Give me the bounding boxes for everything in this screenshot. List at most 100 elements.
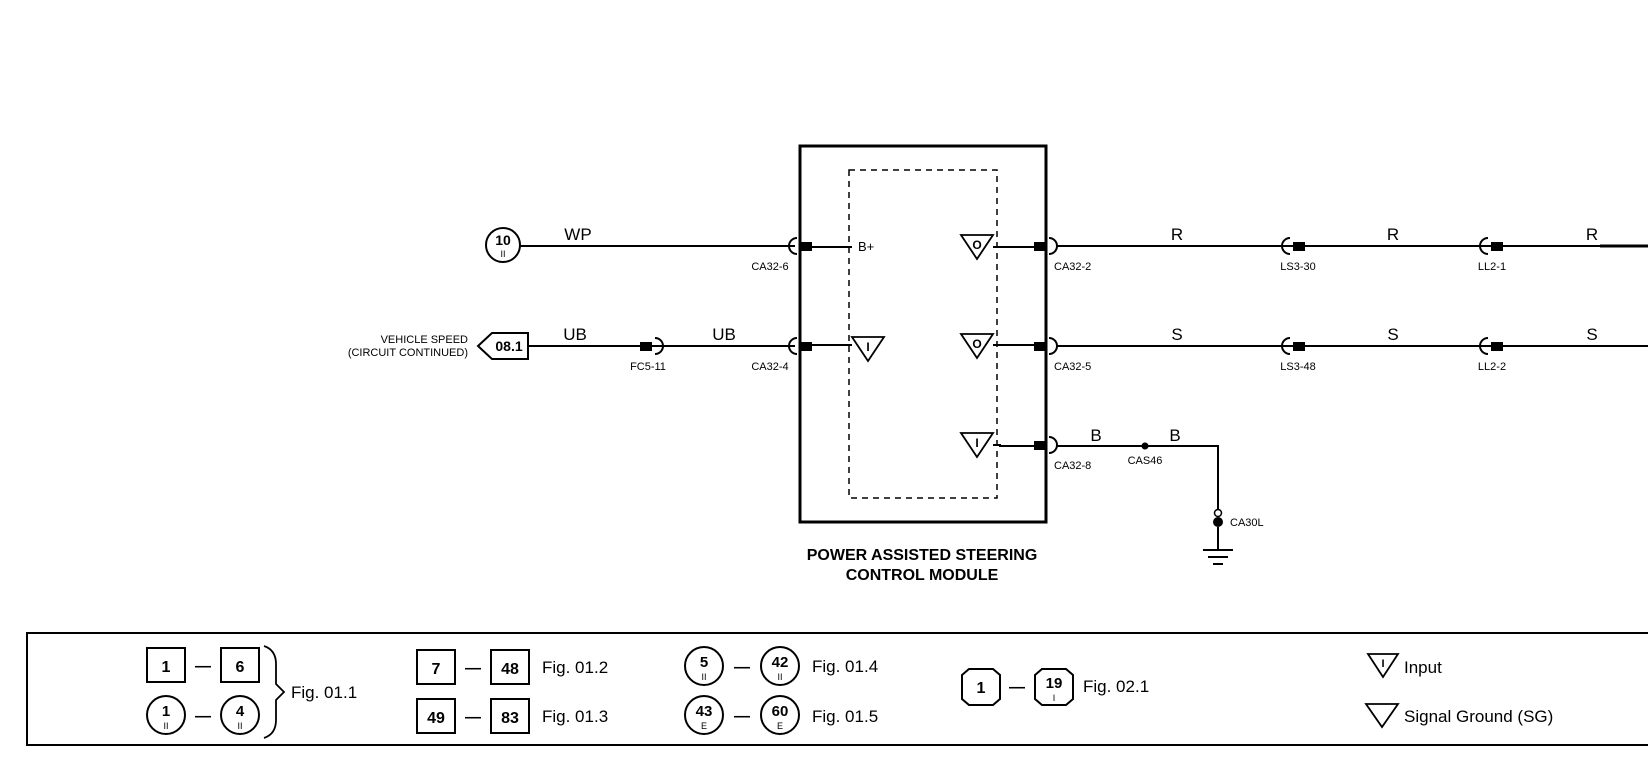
svg-text:I: I: [1053, 693, 1056, 703]
svg-text:48: 48: [501, 661, 519, 678]
connector-label-ls3-48: LS3-48: [1280, 361, 1315, 373]
legend-dash-4: —: [465, 709, 481, 726]
output-triangle-symbol-1: O: [959, 234, 995, 261]
wire-label-s-1: S: [1171, 325, 1182, 344]
module-title-line2: CONTROL MODULE: [846, 567, 999, 584]
svg-text:II: II: [777, 672, 782, 682]
connector-label-ca32-8: CA32-8: [1054, 460, 1091, 472]
wire-label-ub-2: UB: [712, 325, 736, 344]
legend-dash-6: —: [734, 708, 750, 725]
connector-label-ca32-2: CA32-2: [1054, 261, 1091, 273]
input-triangle-symbol: I: [850, 336, 886, 363]
legend-dash-3: —: [465, 660, 481, 677]
vehicle-speed-label-line2: (CIRCUIT CONTINUED): [348, 347, 468, 359]
connector-fc5-11-symbol: [640, 337, 664, 355]
legend-octagon-19-I: 19 I: [1034, 668, 1074, 706]
legend-dash-1: —: [195, 658, 211, 675]
legend-dash-5: —: [734, 659, 750, 676]
legend-fig-01-5: Fig. 01.5: [812, 707, 878, 726]
legend-fig-01-1: Fig. 01.1: [291, 683, 357, 702]
wire-label-r-1: R: [1171, 225, 1183, 244]
control-module-internal-boundary: [848, 169, 998, 499]
connector-label-ca32-4: CA32-4: [751, 361, 788, 373]
legend-input-triangle-icon: I: [1366, 653, 1400, 679]
legend-fig-01-3: Fig. 01.3: [542, 707, 608, 726]
legend-dash-2: —: [195, 708, 211, 725]
connector-ll2-2-symbol: [1479, 337, 1503, 355]
svg-text:I: I: [975, 436, 978, 450]
circuit-ref-10-II[interactable]: 10 II: [485, 227, 521, 263]
legend-square-49: 49: [416, 698, 456, 734]
module-title-line1: POWER ASSISTED STEERING: [807, 547, 1038, 564]
legend-circle-42-II: 42 II: [760, 646, 800, 686]
legend-square-1: 1: [146, 647, 186, 683]
connector-ll2-1-symbol: [1479, 237, 1503, 255]
connector-ls3-30-symbol: [1281, 237, 1305, 255]
svg-text:43: 43: [696, 703, 713, 720]
offpage-ref-08-1[interactable]: 08.1: [476, 332, 529, 360]
legend-brace: [263, 645, 286, 739]
wire-label-s-3: S: [1586, 325, 1597, 344]
svg-text:I: I: [1381, 658, 1384, 670]
svg-text:O: O: [972, 238, 981, 252]
connector-ca32-4-symbol: [788, 337, 812, 355]
ground-label-ca30l: CA30L: [1230, 517, 1264, 529]
legend-input-label: Input: [1404, 658, 1442, 677]
control-module-box: [798, 144, 1048, 524]
output-triangle-symbol-2: O: [959, 333, 995, 360]
svg-text:60: 60: [772, 703, 789, 720]
legend-octagon-1: 1: [961, 668, 1001, 706]
svg-text:E: E: [777, 721, 783, 731]
svg-text:83: 83: [501, 710, 519, 727]
svg-text:1: 1: [162, 703, 170, 720]
svg-text:19: 19: [1046, 675, 1063, 692]
signal-ground-triangle-symbol: I: [959, 432, 995, 459]
svg-text:42: 42: [772, 654, 789, 671]
vehicle-speed-label-line1: VEHICLE SPEED: [381, 334, 468, 346]
legend-circle-4-II: 4 II: [220, 695, 260, 735]
wire-label-r-2: R: [1387, 225, 1399, 244]
svg-text:4: 4: [236, 703, 245, 720]
splice-label-cas46: CAS46: [1128, 455, 1163, 467]
svg-text:II: II: [237, 721, 242, 731]
legend-panel: [26, 632, 1648, 746]
splice-cas46-dot: [1141, 442, 1149, 450]
connector-ls3-48-symbol: [1281, 337, 1305, 355]
connector-label-ca32-5: CA32-5: [1054, 361, 1091, 373]
connector-ca32-6-symbol: [788, 237, 812, 255]
wire-label-wp: WP: [564, 225, 591, 244]
wire-label-b-1: B: [1090, 426, 1101, 445]
wire-label-s-2: S: [1387, 325, 1398, 344]
svg-text:1: 1: [162, 659, 171, 676]
legend-circle-43-E: 43 E: [684, 695, 724, 735]
wire-label-ub-1: UB: [563, 325, 587, 344]
svg-text:E: E: [701, 721, 707, 731]
connector-ca32-8-symbol: [1034, 436, 1058, 454]
legend-square-6: 6: [220, 647, 260, 683]
chassis-ground-icon: [1203, 549, 1233, 565]
connector-ca32-2-symbol: [1034, 237, 1058, 255]
ground-eyelet-ca30l-symbol: [1213, 508, 1223, 550]
legend-circle-1-II: 1 II: [146, 695, 186, 735]
connector-ca32-5-symbol: [1034, 337, 1058, 355]
svg-text:1: 1: [977, 680, 986, 697]
svg-text:II: II: [701, 672, 706, 682]
connector-label-fc5-11: FC5-11: [630, 361, 666, 373]
connector-label-ll2-1: LL2-1: [1478, 261, 1506, 273]
svg-text:I: I: [866, 340, 869, 354]
svg-text:6: 6: [236, 659, 245, 676]
wire-b: [1057, 445, 1219, 512]
legend-square-48: 48: [490, 649, 530, 685]
legend-circle-5-II: 5 II: [684, 646, 724, 686]
svg-text:II: II: [500, 249, 505, 259]
svg-text:49: 49: [427, 710, 445, 727]
connector-label-ls3-30: LS3-30: [1280, 261, 1315, 273]
svg-text:10: 10: [495, 232, 511, 248]
bplus-pin-label: B+: [858, 239, 874, 254]
legend-signal-ground-triangle-icon: [1364, 703, 1400, 729]
legend-circle-60-E: 60 E: [760, 695, 800, 735]
wire-label-r-3: R: [1586, 225, 1598, 244]
ground-internal-wire: [993, 444, 1040, 447]
svg-text:II: II: [163, 721, 168, 731]
